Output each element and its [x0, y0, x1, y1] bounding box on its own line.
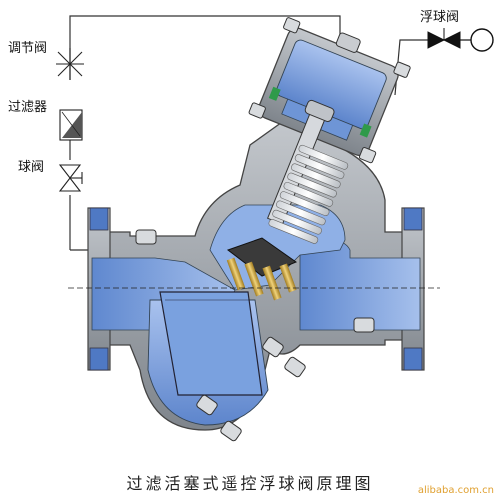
body-bolts [135, 229, 375, 442]
filter-piston [159, 291, 263, 396]
float-valve-symbol [427, 28, 461, 49]
seal-right [359, 123, 372, 138]
filter-symbol [59, 109, 83, 141]
seal-left [268, 86, 281, 101]
label-ball-valve: 球阀 [18, 160, 45, 175]
label-filter: 过滤器 [8, 100, 48, 115]
watermark: alibaba.com.cn [417, 485, 494, 496]
bonnet [248, 17, 411, 164]
needle-valve-symbol [56, 48, 84, 80]
diagram-caption: 过滤活塞式遥控浮球阀原理图 [126, 474, 374, 493]
ball-valve-symbol [58, 164, 83, 192]
label-float-valve: 浮球阀 [420, 10, 460, 25]
valve-body [68, 17, 440, 442]
label-regulating-valve: 调节阀 [8, 41, 48, 56]
float-ball-symbol [470, 28, 494, 52]
valve-disc [226, 237, 298, 301]
spring [268, 144, 349, 244]
